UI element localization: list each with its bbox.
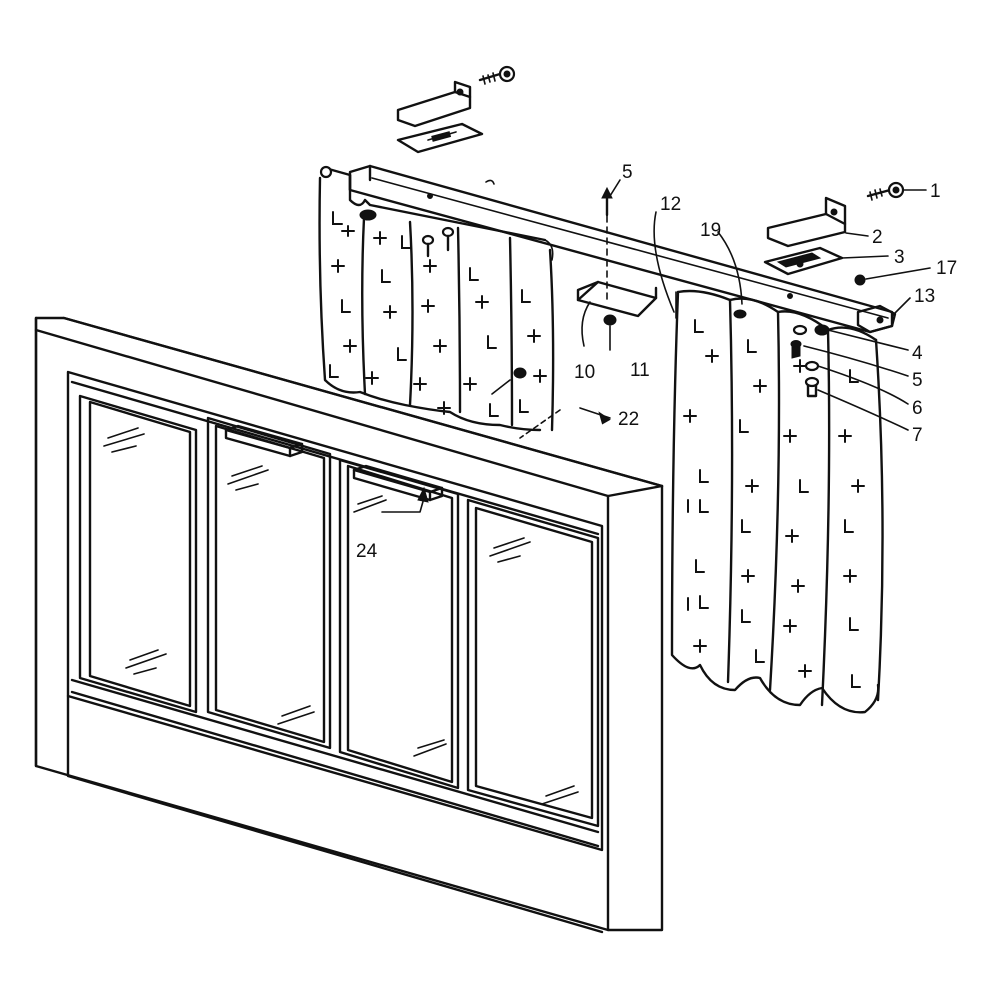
callout-17: 17	[936, 258, 957, 279]
callout-13: 13	[914, 286, 935, 307]
center-bracket	[576, 186, 658, 351]
callout-6: 6	[912, 398, 923, 419]
top-rod	[348, 164, 897, 334]
callout-12: 12	[660, 194, 681, 215]
callout-22: 22	[618, 409, 639, 430]
callout-labels: 1 2 3 4 5 5 6 7 10 11 12 13 17 19 22 24	[356, 162, 957, 562]
callout-5: 5	[912, 370, 923, 391]
right-mesh-curtain	[670, 289, 884, 714]
callout-5-top: 5	[622, 162, 633, 183]
callout-1: 1	[930, 181, 941, 202]
top-left-bracket-assembly	[396, 65, 516, 154]
callout-3: 3	[894, 247, 905, 268]
callout-4: 4	[912, 343, 923, 364]
glass-door-frame	[34, 316, 664, 934]
callout-7: 7	[912, 425, 923, 446]
callout-11: 11	[630, 360, 650, 381]
left-curtain-mesh-marks	[329, 211, 547, 417]
callout-19: 19	[700, 220, 721, 241]
right-bracket-assembly	[763, 181, 905, 286]
callout-24: 24	[356, 541, 378, 562]
left-mesh-curtain	[318, 165, 561, 439]
callout-10: 10	[574, 362, 595, 383]
leader-lines	[381, 179, 931, 513]
callout-2: 2	[872, 227, 883, 248]
right-curtain-mesh-marks	[683, 319, 865, 688]
